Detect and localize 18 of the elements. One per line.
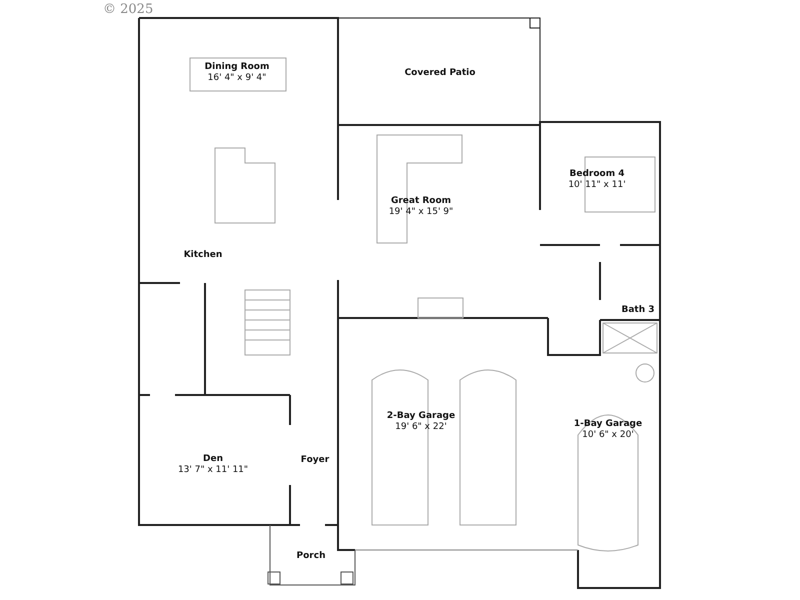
room-dimensions: 19' 4" x 15' 9"	[388, 207, 454, 218]
room-dimensions: 10' 6" x 20'	[582, 430, 634, 441]
room-name: Porch	[296, 550, 326, 562]
room-name: 1-Bay Garage	[574, 419, 642, 430]
room-name: Bath 3	[621, 304, 655, 316]
copyright-notice: © 2025	[103, 2, 154, 17]
room-name: Great Room	[390, 196, 452, 207]
room-dimensions: 16' 4" x 9' 4"	[208, 73, 266, 84]
room-dimensions: 13' 7" x 11' 11"	[178, 465, 248, 476]
room-name: Foyer	[300, 454, 330, 466]
room-dimensions: 10' 11" x 11'	[568, 180, 626, 191]
room-name: Kitchen	[184, 250, 222, 260]
room-name: Dining Room	[204, 62, 270, 73]
room-dimensions: 19' 6" x 22'	[395, 422, 447, 433]
room-name: Den	[203, 454, 223, 465]
room-name: Covered Patio	[404, 68, 476, 78]
room-name: Bedroom 4	[570, 169, 624, 180]
room-name: 2-Bay Garage	[386, 411, 456, 422]
